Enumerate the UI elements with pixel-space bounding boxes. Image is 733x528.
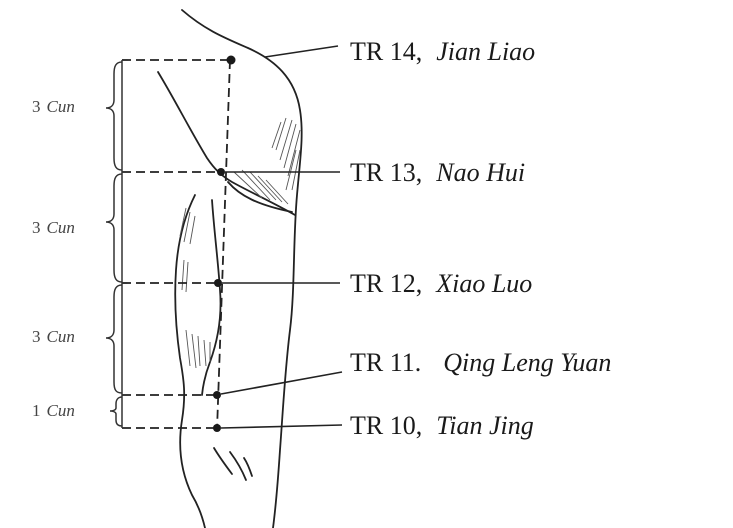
label-tr11: TR 11.Qing Leng Yuan [350, 348, 611, 377]
point-tr13 [217, 168, 225, 176]
label-tr14: TR 14,Jian Liao [350, 37, 535, 66]
leader-tr11 [221, 372, 342, 394]
triceps-line [202, 200, 221, 395]
braces [106, 62, 122, 426]
point-tr12 [214, 279, 222, 287]
brace-3 [106, 285, 122, 393]
elbow-crease-3 [244, 458, 252, 476]
point-tr10 [213, 424, 221, 432]
brace-2 [106, 174, 122, 282]
vertical-reference-line [217, 60, 230, 430]
shading [180, 118, 300, 368]
shoulder-outer-contour [182, 10, 302, 528]
brace-1 [106, 62, 122, 170]
biceps-line [175, 195, 205, 528]
point-tr11 [213, 391, 221, 399]
point-tr14 [227, 56, 236, 65]
label-tr10: TR 10,Tian Jing [350, 411, 534, 440]
elbow-crease-2 [230, 452, 246, 480]
arm-outline [158, 10, 302, 528]
leader-lines [221, 46, 342, 428]
label-tr12: TR 12,Xiao Luo [350, 269, 532, 298]
brace-4 [110, 397, 122, 426]
label-tr13: TR 13,Nao Hui [350, 158, 525, 187]
leader-tr14 [265, 46, 338, 57]
